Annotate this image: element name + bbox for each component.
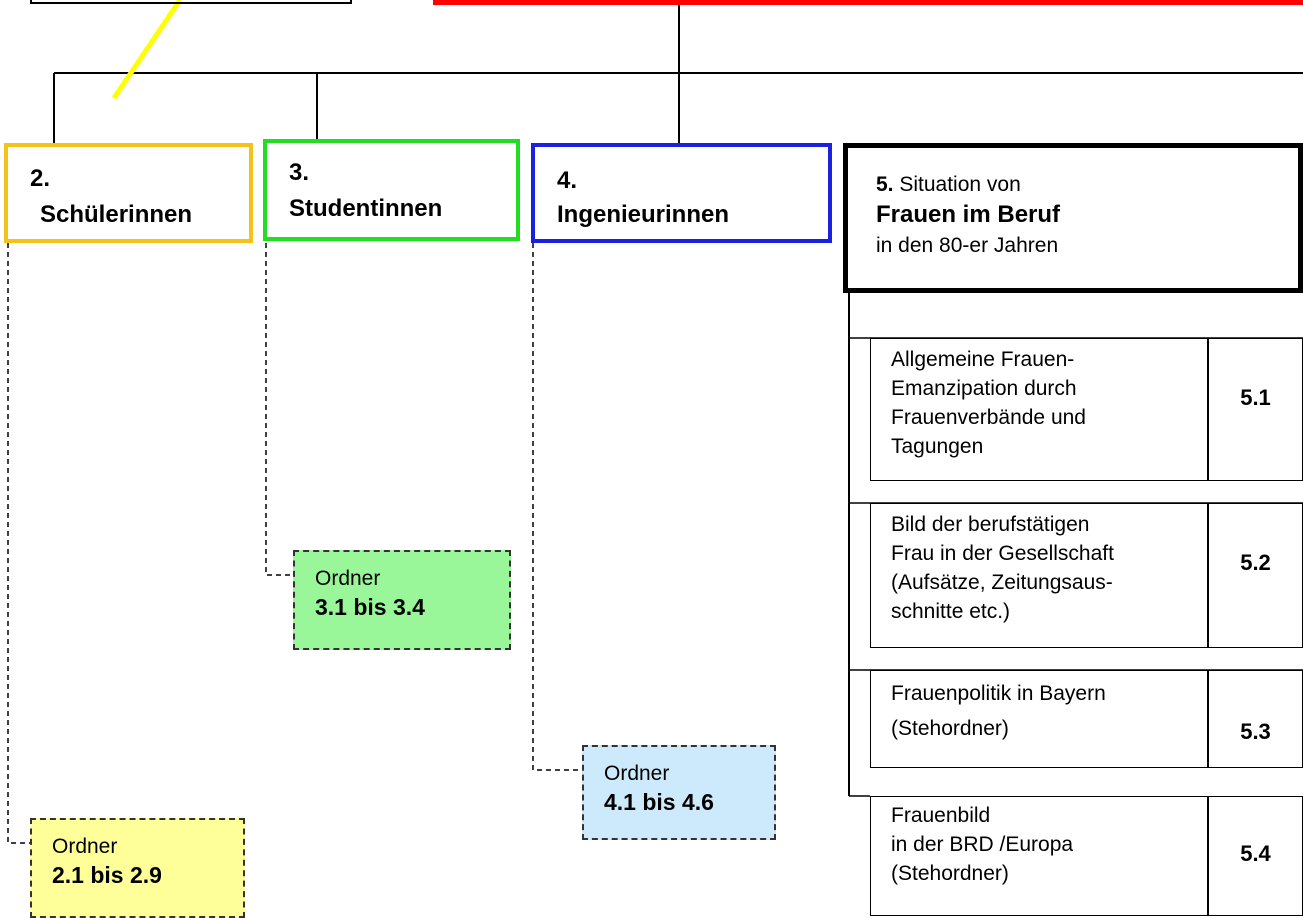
red-top-bar bbox=[433, 0, 1303, 5]
beruf-post: in den 80-er Jahren bbox=[876, 234, 1059, 257]
beruf-pre: Situation von bbox=[899, 173, 1021, 196]
sub-item-line: Frau in der Gesellschaft bbox=[891, 542, 1114, 565]
ordner-code: 3.1 bis 3.4 bbox=[315, 594, 425, 620]
sub-item-5-1-code-box: 5.1 bbox=[1207, 338, 1303, 481]
sub-item-line: Frauenbild bbox=[891, 804, 991, 827]
category-box-ingenieurinnen: 4. Ingenieurinnen bbox=[531, 143, 832, 243]
sub-item-code: 5.3 bbox=[1240, 719, 1271, 744]
sub-item-line: in der BRD /Europa bbox=[891, 833, 1074, 856]
sub-item-line: Allgemeine Frauen- bbox=[891, 348, 1075, 371]
sub-item-5-3-code-box: 5.3 bbox=[1207, 670, 1303, 768]
sub-item-code: 5.2 bbox=[1240, 550, 1271, 575]
sub-item-code: 5.4 bbox=[1240, 841, 1271, 866]
category-label: Schülerinnen bbox=[40, 201, 193, 228]
sub-item-5-3-text-box: Frauenpolitik in Bayern (Stehordner) bbox=[870, 670, 1209, 768]
yellow-pointer-line bbox=[111, 0, 183, 100]
ordner-box-schuelerinnen: Ordner 2.1 bis 2.9 bbox=[30, 818, 245, 918]
sub-item-line: Frauenpolitik in Bayern bbox=[891, 682, 1106, 705]
ordner-box-studentinnen: Ordner 3.1 bis 3.4 bbox=[293, 550, 511, 650]
ordner-word: Ordner bbox=[604, 762, 670, 785]
category-box-frauen-im-beruf: 5. Situation von Frauen im Beruf in den … bbox=[843, 143, 1303, 293]
sub-item-line: (Aufsätze, Zeitungsaus- bbox=[891, 571, 1113, 594]
ordner-code: 2.1 bis 2.9 bbox=[52, 862, 162, 888]
ordner-word: Ordner bbox=[315, 567, 381, 590]
sub-item-line: Tagungen bbox=[891, 435, 984, 458]
ordner-box-ingenieurinnen: Ordner 4.1 bis 4.6 bbox=[582, 745, 776, 840]
dashed-connector-ingenieurinnen bbox=[532, 243, 583, 771]
beruf-title: Frauen im Beruf bbox=[876, 201, 1061, 228]
sub-item-code: 5.1 bbox=[1240, 385, 1271, 410]
sub-item-5-2-text-box: Bild der berufstätigen Frau in der Gesel… bbox=[870, 503, 1209, 648]
sub-item-5-4-text-box: Frauenbild in der BRD /Europa (Stehordne… bbox=[870, 796, 1209, 916]
category-number: 4. bbox=[557, 167, 578, 194]
ordner-code: 4.1 bis 4.6 bbox=[604, 789, 714, 815]
sub-item-line: (Stehordner) bbox=[891, 862, 1009, 885]
sub-item-line: Emanzipation durch bbox=[891, 377, 1077, 400]
sub-item-line: schnitte etc.) bbox=[891, 600, 1011, 623]
sub-item-line: Bild der berufstätigen bbox=[891, 513, 1090, 536]
dashed-connector-schuelerinnen bbox=[7, 243, 30, 844]
sub-item-line: (Stehordner) bbox=[891, 717, 1009, 740]
category-box-schuelerinnen: 2. Schülerinnen bbox=[4, 143, 253, 243]
sub-item-5-1-text-box: Allgemeine Frauen- Emanzipation durch Fr… bbox=[870, 338, 1209, 481]
category-number: 3. bbox=[289, 159, 310, 186]
category-number: 2. bbox=[30, 165, 51, 192]
category-label: Ingenieurinnen bbox=[557, 201, 730, 228]
ordner-word: Ordner bbox=[52, 835, 118, 858]
category-label: Studentinnen bbox=[289, 195, 443, 222]
sub-item-5-2-code-box: 5.2 bbox=[1207, 503, 1303, 648]
dashed-connector-studentinnen bbox=[265, 243, 295, 576]
category-box-studentinnen: 3. Studentinnen bbox=[263, 139, 520, 241]
sub-item-5-4-code-box: 5.4 bbox=[1207, 796, 1303, 916]
beruf-number: 5. bbox=[876, 173, 894, 196]
top-left-box-partial bbox=[30, 0, 352, 4]
sub-item-line: Frauenverbände und bbox=[891, 406, 1086, 429]
